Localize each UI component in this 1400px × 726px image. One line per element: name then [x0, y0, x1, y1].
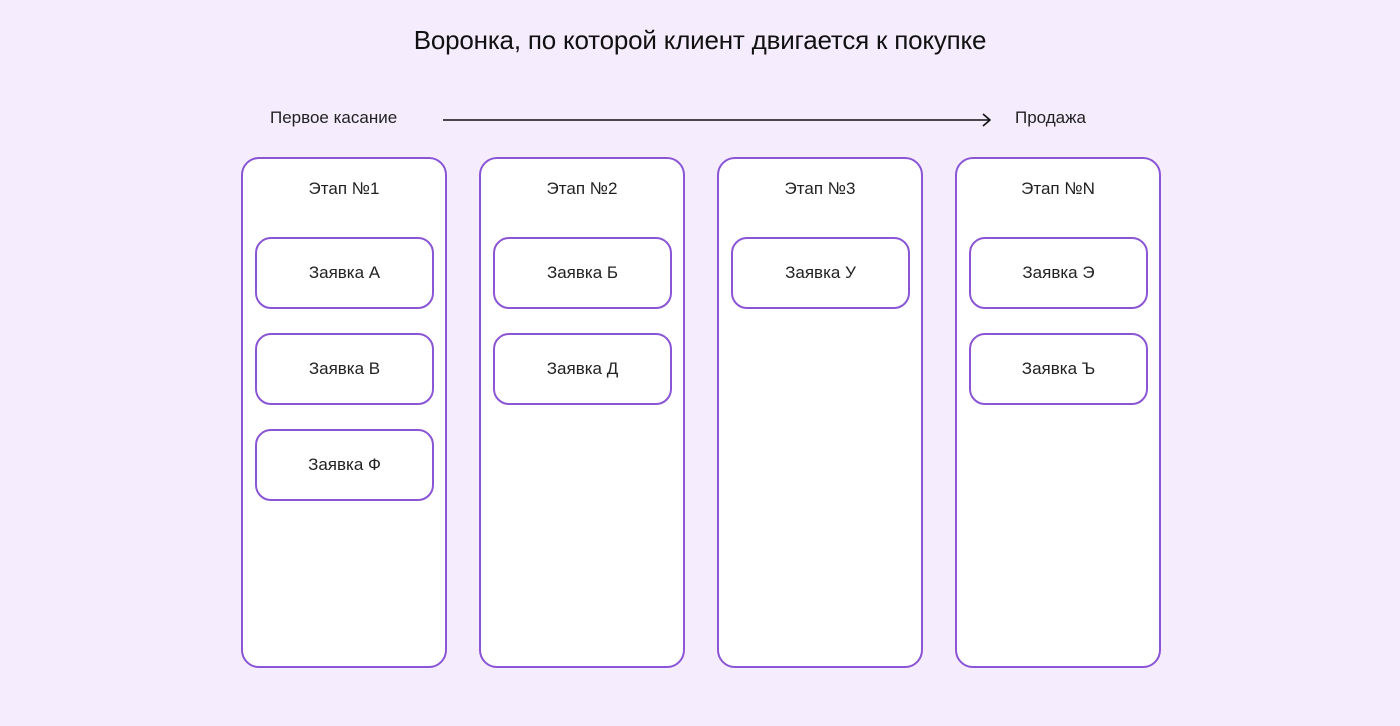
- lead-card[interactable]: Заявка Ъ: [969, 333, 1148, 405]
- lead-card[interactable]: Заявка У: [731, 237, 910, 309]
- lead-card[interactable]: Заявка Э: [969, 237, 1148, 309]
- lead-card[interactable]: Заявка Б: [493, 237, 672, 309]
- stage-title: Этап №2: [546, 179, 618, 198]
- stage-title: Этап №N: [1021, 179, 1095, 198]
- diagram-title: Воронка, по которой клиент двигается к п…: [413, 25, 987, 55]
- stage-column-3: Этап №3 Заявка У: [717, 157, 923, 668]
- lead-card[interactable]: Заявка А: [255, 237, 434, 309]
- stage-title: Этап №3: [784, 179, 856, 198]
- lead-card[interactable]: Заявка Ф: [255, 429, 434, 501]
- stage-column-2: Этап №2 Заявка Б Заявка Д: [479, 157, 685, 668]
- flow-start-label: Первое касание: [270, 108, 398, 127]
- arrow-right-icon: [443, 113, 991, 127]
- stage-column-n: Этап №N Заявка Э Заявка Ъ: [955, 157, 1161, 668]
- lead-card[interactable]: Заявка В: [255, 333, 434, 405]
- stage-title: Этап №1: [308, 179, 380, 198]
- flow-end-label: Продажа: [1015, 108, 1086, 127]
- stage-column-1: Этап №1 Заявка А Заявка В Заявка Ф: [241, 157, 447, 668]
- lead-card[interactable]: Заявка Д: [493, 333, 672, 405]
